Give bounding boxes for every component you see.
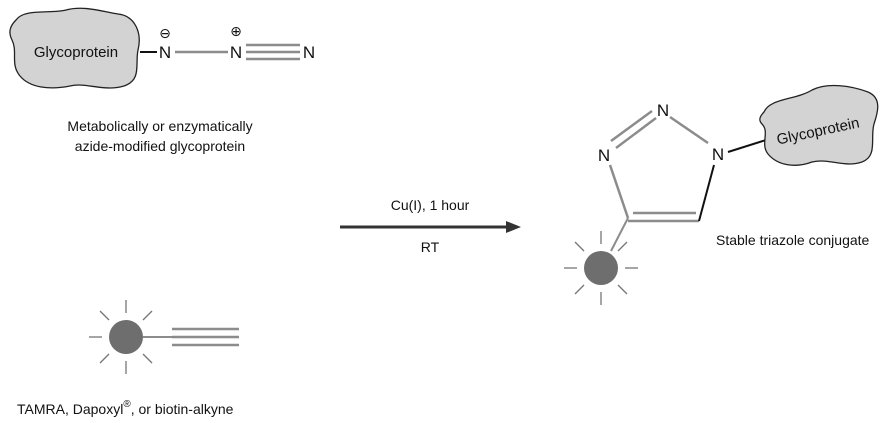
ring-double-bond-n-left-to-n-top <box>610 109 657 149</box>
dye-circle-left <box>109 320 143 354</box>
glycoprotein-label-left: Glycoprotein <box>34 44 118 61</box>
glycoprotein-blob-left <box>9 7 140 89</box>
charge-minus: ⊖ <box>159 25 171 41</box>
glycoprotein-blob-right <box>759 84 879 166</box>
alkyne-caption-sup: ® <box>123 399 131 410</box>
reaction-condition-top: Cu(I), 1 hour <box>391 197 470 213</box>
ring-atom-n-right: N <box>712 145 724 164</box>
alkyne-caption: TAMRA, Dapoxyl®, or biotin-alkyne <box>17 399 234 417</box>
azide-caption-line1: Metabolically or enzymatically <box>67 118 252 134</box>
product-dye-bond <box>610 217 629 252</box>
azide-caption-line2: azide-modified glycoprotein <box>75 138 245 154</box>
alkyne-triple-bond <box>172 327 239 347</box>
reaction-arrow-head <box>506 221 521 233</box>
triazole-product-group: N N N Glycoprotein Stable triazole conju… <box>564 84 879 305</box>
alkyne-caption-main: TAMRA, Dapoxyl <box>17 401 123 417</box>
n2-n3-triple-bond <box>246 43 300 61</box>
azide-glycoprotein-group: Glycoprotein N ⊖ N ⊕ N Metabolically or … <box>9 7 315 154</box>
alkyne-caption-rest: , or biotin-alkyne <box>131 401 234 417</box>
reaction-condition-bottom: RT <box>421 239 440 255</box>
atom-n3: N <box>303 43 315 62</box>
atom-n2: N <box>230 43 242 62</box>
ring-double-bond-c4-to-c5 <box>628 211 699 223</box>
reaction-arrow-group: Cu(I), 1 hour RT <box>340 197 521 255</box>
product-caption: Stable triazole conjugate <box>716 232 870 248</box>
ring-bond-c5-to-n-right <box>698 164 715 222</box>
ring-bond-n-left-to-c4 <box>608 164 630 219</box>
charge-plus: ⊕ <box>230 23 242 39</box>
ring-atom-n-left: N <box>598 146 610 165</box>
atom-n1: N <box>159 43 171 62</box>
ring-atom-n-top: N <box>657 101 669 120</box>
dye-circle-right <box>584 251 618 285</box>
dye-sunburst-icon-right <box>564 231 638 305</box>
product-linker-bond <box>727 139 767 153</box>
ring-bond-n-top-to-n-right <box>669 115 709 145</box>
alkyne-dye-group: TAMRA, Dapoxyl®, or biotin-alkyne <box>17 300 239 417</box>
